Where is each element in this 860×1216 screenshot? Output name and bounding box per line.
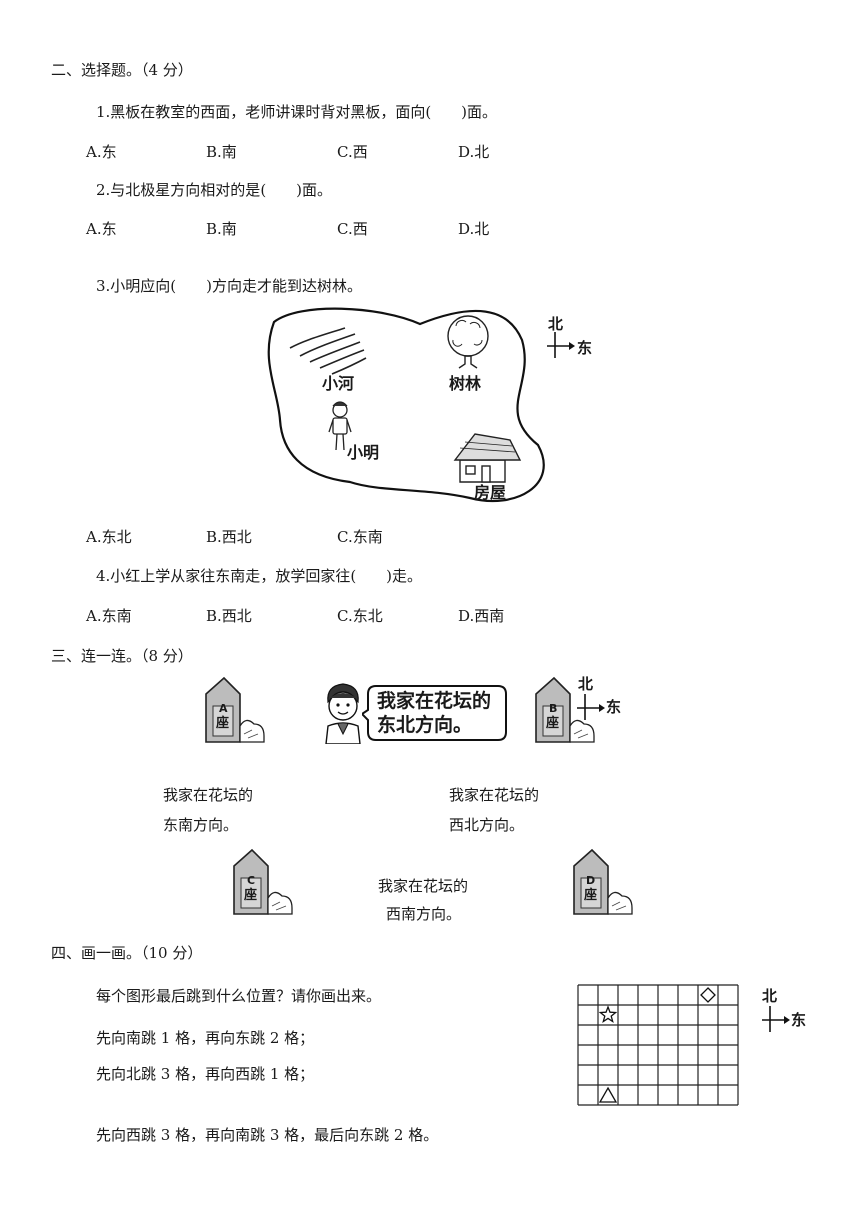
section-3-compass-east: 东 xyxy=(606,698,622,716)
grid-compass-icon xyxy=(762,1006,790,1032)
question-2-stem: 2.与北极星方向相对的是( )面。 xyxy=(96,181,333,199)
statement-southeast-line-1[interactable]: 我家在花坛的 xyxy=(163,786,254,804)
section-3-compass-north: 北 xyxy=(578,675,594,693)
statement-southwest-line-2[interactable]: 西南方向。 xyxy=(386,905,462,923)
building-c-icon xyxy=(233,848,293,915)
tree-icon xyxy=(447,315,489,369)
question-3-option-b[interactable]: B.西北 xyxy=(206,528,252,546)
question-1-stem: 1.黑板在教室的西面，老师讲课时背对黑板，面向( )面。 xyxy=(96,103,498,121)
map-compass-icon xyxy=(547,332,575,358)
question-3-option-c[interactable]: C.东南 xyxy=(337,528,383,546)
map-label-person: 小明 xyxy=(347,443,380,462)
speech-bubble-shape xyxy=(362,685,507,741)
diamond-shape[interactable] xyxy=(700,987,716,1003)
person-icon xyxy=(328,401,352,451)
building-b-seat: 座 xyxy=(546,716,560,731)
map-label-house: 房屋 xyxy=(474,483,507,502)
question-2-option-b[interactable]: B.南 xyxy=(206,220,237,238)
question-1-option-a[interactable]: A.东 xyxy=(86,143,117,161)
river-icon xyxy=(289,327,367,375)
question-1-option-d[interactable]: D.北 xyxy=(458,143,490,161)
boy-icon xyxy=(325,683,361,744)
grid-compass-north: 北 xyxy=(762,987,778,1005)
statement-northwest-line-1[interactable]: 我家在花坛的 xyxy=(449,786,540,804)
building-c-seat: 座 xyxy=(244,888,258,903)
section-3-compass-icon xyxy=(577,694,605,720)
instruction-star: 先向北跳 3 格，再向西跳 1 格； xyxy=(96,1065,315,1083)
building-b-letter: B xyxy=(549,702,558,715)
section-3-title: 三、连一连。（8 分） xyxy=(51,647,193,665)
section-4-prompt: 每个图形最后跳到什么位置？请你画出来。 xyxy=(96,987,382,1005)
map-label-forest: 树林 xyxy=(449,374,482,393)
question-1-option-c[interactable]: C.西 xyxy=(337,143,368,161)
speech-line-1: 我家在花坛的 xyxy=(377,690,492,712)
instruction-triangle: 先向西跳 3 格，再向南跳 3 格，最后向东跳 2 格。 xyxy=(96,1126,439,1144)
building-c-letter: C xyxy=(247,874,256,887)
question-4-option-c[interactable]: C.东北 xyxy=(337,607,383,625)
building-a-icon xyxy=(205,676,265,743)
statement-northwest-line-2[interactable]: 西北方向。 xyxy=(449,816,525,834)
question-4-option-d[interactable]: D.西南 xyxy=(458,607,505,625)
star-shape[interactable] xyxy=(598,1005,618,1023)
jump-grid[interactable] xyxy=(576,984,740,1106)
question-2-option-d[interactable]: D.北 xyxy=(458,220,490,238)
question-3-option-a[interactable]: A.东北 xyxy=(86,528,132,546)
grid-compass-east: 东 xyxy=(791,1011,807,1029)
map-compass-east: 东 xyxy=(577,339,593,357)
building-d-letter: D xyxy=(586,874,596,887)
question-4-stem: 4.小红上学从家往东南走，放学回家往( )走。 xyxy=(96,567,423,585)
statement-southeast-line-2[interactable]: 东南方向。 xyxy=(163,816,239,834)
map-illustration xyxy=(267,307,545,503)
question-4-option-b[interactable]: B.西北 xyxy=(206,607,252,625)
building-d-seat: 座 xyxy=(584,888,598,903)
map-label-river: 小河 xyxy=(322,374,355,393)
instruction-diamond: 先向南跳 1 格，再向东跳 2 格； xyxy=(96,1029,315,1047)
building-b-icon xyxy=(535,676,595,743)
question-3-stem: 3.小明应向( )方向走才能到达树林。 xyxy=(96,277,363,295)
building-a-letter: A xyxy=(219,702,228,715)
house-icon xyxy=(453,433,522,483)
question-2-option-a[interactable]: A.东 xyxy=(86,220,117,238)
question-2-option-c[interactable]: C.西 xyxy=(337,220,368,238)
section-4-title: 四、画一画。（10 分） xyxy=(51,944,203,962)
building-a-seat: 座 xyxy=(216,716,230,731)
question-4-option-a[interactable]: A.东南 xyxy=(86,607,132,625)
question-1-option-b[interactable]: B.南 xyxy=(206,143,237,161)
map-compass-north: 北 xyxy=(548,315,564,333)
speech-line-2: 东北方向。 xyxy=(377,714,473,736)
triangle-shape[interactable] xyxy=(598,1086,618,1103)
section-2-title: 二、选择题。（4 分） xyxy=(51,61,193,79)
statement-southwest-line-1[interactable]: 我家在花坛的 xyxy=(378,877,469,895)
building-d-icon xyxy=(573,848,633,915)
map-boundary xyxy=(267,307,545,503)
